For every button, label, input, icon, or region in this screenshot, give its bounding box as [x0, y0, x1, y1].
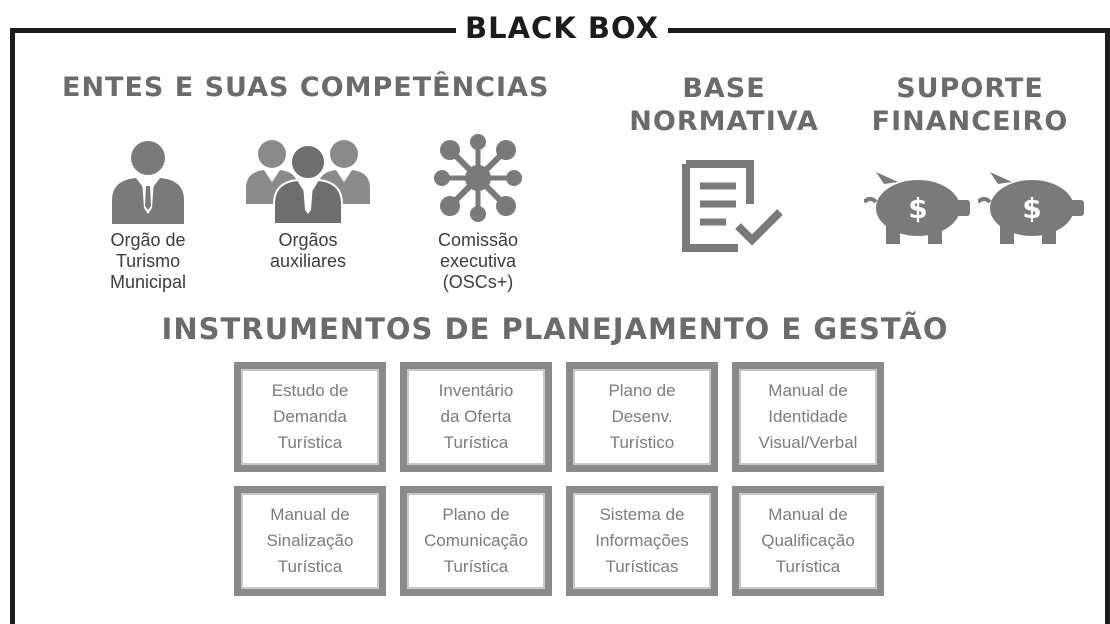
instrument-box: Manual de Sinalização Turística [234, 486, 386, 596]
instrument-label: Plano de Comunicação Turística [424, 505, 528, 576]
base-normativa-heading: BASE NORMATIVA [629, 73, 819, 137]
instrument-label: Estudo de Demanda Turística [271, 381, 349, 452]
entes-heading: ENTES E SUAS COMPETÊNCIAS [62, 72, 550, 103]
instrument-box: Plano de Comunicação Turística [400, 486, 552, 596]
instrumentos-grid: Estudo de Demanda Turística Inventário d… [234, 362, 884, 596]
dollar-symbol: $ [908, 192, 927, 225]
instrument-box: Plano de Desenv. Turístico [566, 362, 718, 472]
dollar-symbol: $ [1022, 192, 1041, 225]
entity-orgaos-auxiliares: Orgãos auxiliares [228, 132, 388, 272]
entity-label: Orgão de Turismo Municipal [109, 230, 187, 292]
entity-label: Comissão executiva (OSCs+) [437, 230, 519, 292]
group-icon [246, 140, 370, 224]
instrument-label: Plano de Desenv. Turístico [608, 381, 676, 452]
instrument-box: Inventário da Oferta Turística [400, 362, 552, 472]
instrumentos-heading: INSTRUMENTOS DE PLANEJAMENTO E GESTÃO [161, 312, 949, 346]
entity-orgao-turismo: Orgão de Turismo Municipal [68, 138, 228, 293]
entity-label: Orgãos auxiliares [269, 230, 347, 271]
document-check-icon [682, 160, 783, 252]
instrument-label: Sistema de Informações Turísticas [595, 505, 689, 576]
person-icon [112, 141, 184, 224]
piggy-bank-icon: $ [864, 172, 970, 244]
instrument-label: Manual de Identidade Visual/Verbal [758, 381, 858, 452]
suporte-financeiro-heading: SUPORTE FINANCEIRO [871, 73, 1069, 137]
piggy-bank-icon: $ [978, 172, 1084, 244]
instrument-box: Sistema de Informações Turísticas [566, 486, 718, 596]
instrument-box: Estudo de Demanda Turística [234, 362, 386, 472]
network-icon [434, 134, 522, 222]
instrument-box: Manual de Qualificação Turística [732, 486, 884, 596]
instrument-label: Manual de Sinalização Turística [266, 505, 354, 576]
instrument-box: Manual de Identidade Visual/Verbal [732, 362, 884, 472]
instrument-label: Inventário da Oferta Turística [438, 381, 514, 452]
entity-comissao-executiva: Comissão executiva (OSCs+) [398, 132, 558, 293]
black-box-title: BLACK BOX [456, 8, 668, 48]
instrument-label: Manual de Qualificação Turística [761, 505, 855, 576]
